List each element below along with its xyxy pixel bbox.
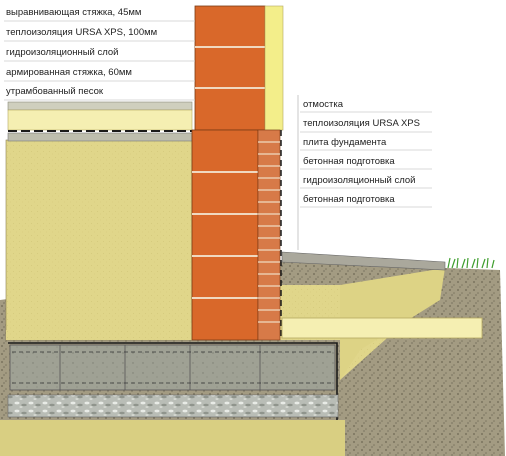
label-floor-insulation: теплоизоляция URSA XPS, 100мм (6, 27, 158, 38)
floor-xps (7, 109, 193, 131)
label-blind-area: отмостка (303, 99, 343, 110)
right-label-dividers (300, 111, 432, 208)
grass (447, 257, 495, 269)
foundation-slab (9, 344, 336, 391)
label-waterproofing-right: гидроизоляционный слой (303, 175, 416, 186)
label-leveling-screed: выравнивающая стяжка, 45мм (6, 7, 142, 18)
bottom-sand (0, 420, 345, 456)
concrete-preparation (7, 394, 339, 418)
foundation-wall (191, 129, 259, 341)
label-waterproofing-layer: гидроизоляционный слой (6, 47, 119, 58)
reinforced-screed (7, 132, 193, 142)
label-reinforced-screed: армированная стяжка, 60мм (6, 67, 132, 78)
label-compacted-sand: утрамбованный песок (6, 86, 104, 97)
brick-cladding (257, 129, 281, 341)
compacted-sand (5, 139, 193, 341)
leveling-screed (7, 101, 193, 111)
slab-waterproofing (8, 342, 338, 420)
blind-area (281, 251, 446, 271)
cladding-mortar (258, 141, 280, 323)
label-concrete-prep-1: бетонная подготовка (303, 156, 395, 167)
label-foundation-slab: плита фундамента (303, 137, 387, 148)
wall-insulation (264, 5, 284, 131)
blind-area-xps (281, 317, 483, 339)
label-concrete-prep-2: бетонная подготовка (303, 194, 395, 205)
label-xps-insulation: теплоизоляция URSA XPS (303, 118, 420, 129)
brick-wall-upper (194, 5, 266, 131)
left-label-dividers (4, 20, 195, 101)
